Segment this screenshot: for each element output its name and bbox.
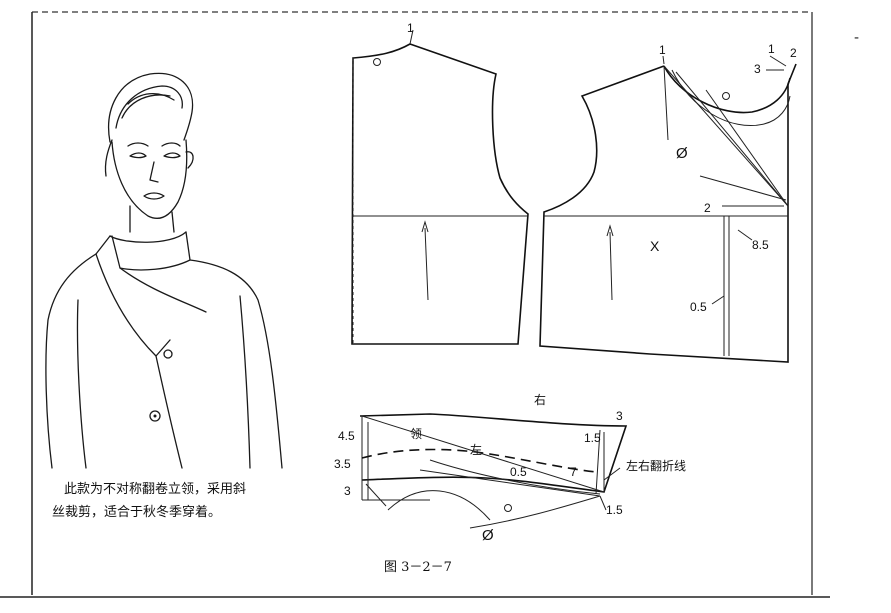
collar-label-3: 3 — [616, 409, 623, 423]
collar-label-3-5: 3.5 — [334, 457, 351, 471]
collar-label-3-bottom: 3 — [344, 484, 351, 498]
collar-label-4-5: 4.5 — [338, 429, 355, 443]
collar-pattern — [359, 413, 628, 529]
front-label-0-5: 0.5 — [690, 300, 707, 314]
collar-label-right: 右 — [534, 392, 546, 407]
margin-mark: - — [854, 30, 860, 46]
front-label-1-right: 1 — [768, 42, 775, 56]
front-bodice-pattern — [539, 55, 797, 363]
front-label-2-mid: 2 — [704, 201, 711, 215]
collar-label-1-5-top: 1.5 — [584, 431, 601, 445]
front-label-phi: Ø — [676, 145, 688, 162]
collar-label-7: 7 — [570, 465, 577, 479]
front-label-1-left: 1 — [659, 43, 666, 57]
front-label-x: X — [650, 238, 660, 254]
collar-label-phi: Ø — [482, 527, 494, 544]
illustration-caption-line-2: 丝裁剪，适合于秋冬季穿着。 — [52, 505, 222, 520]
collar-label-fold-line: 左右翻折线 — [626, 458, 686, 473]
figure-caption: 图 3－2－7 — [384, 560, 452, 575]
back-label-1: 1 — [407, 21, 414, 35]
fashion-illustration — [45, 72, 283, 469]
collar-label-1-5-bottom: 1.5 — [606, 503, 623, 517]
front-label-3: 3 — [754, 62, 761, 76]
illustration-caption-line-1: 此款为不对称翻卷立领，采用斜 — [64, 482, 247, 497]
front-label-2-top: 2 — [790, 46, 797, 60]
collar-label-0-5: 0.5 — [510, 465, 527, 479]
collar-label-left: 左 — [470, 442, 482, 457]
back-bodice-pattern — [351, 29, 529, 345]
collar-label-collar: 领 — [410, 427, 422, 441]
front-label-8-5: 8.5 — [752, 238, 769, 252]
